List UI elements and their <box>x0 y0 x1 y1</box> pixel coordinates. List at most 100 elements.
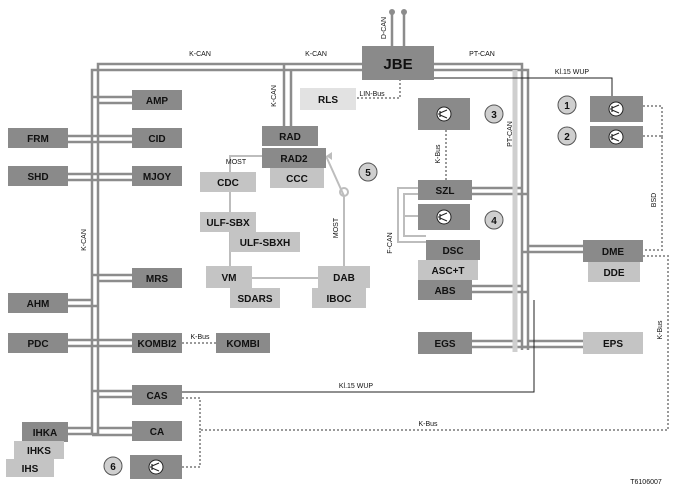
vm-box <box>206 266 252 288</box>
d-can-terminal-left <box>389 9 395 15</box>
most-right-label: MOST <box>333 217 340 238</box>
rad-box <box>262 126 318 146</box>
ahm-label: AHM <box>27 299 50 310</box>
iboc-label: IBOC <box>327 294 352 305</box>
most-rad2-cdc <box>229 155 262 172</box>
rad-label: RAD <box>279 132 301 143</box>
cas-label: CAS <box>146 391 167 402</box>
dde-box <box>588 262 640 282</box>
dme-label: DME <box>602 247 625 258</box>
k-can-cas-link <box>92 389 132 399</box>
cas-box <box>132 385 182 405</box>
kombi-box <box>216 333 270 353</box>
dsc-box <box>426 240 480 260</box>
abs-label: ABS <box>434 286 455 297</box>
frm-label: FRM <box>27 134 49 145</box>
pdc-box <box>8 333 68 353</box>
szl-box <box>418 180 472 200</box>
jbe-label: JBE <box>383 56 412 73</box>
kombi2-label: KOMBI2 <box>138 339 177 350</box>
transistor-3-icon <box>436 106 452 122</box>
callout-6-number: 6 <box>110 462 116 473</box>
callout-4-number: 4 <box>491 216 497 227</box>
asc-t-label: ASC+T <box>431 266 464 277</box>
most-dab-rad2 <box>325 155 345 266</box>
bus-labels: K-CAN K-CAN K-CAN K-CAN D-CAN PT-CAN PT-… <box>81 17 664 428</box>
ihs-label: IHS <box>22 464 39 475</box>
dotted-bus-lines <box>182 79 669 468</box>
bsd-bus <box>643 105 663 251</box>
egs-box <box>418 332 472 354</box>
mrs-box <box>132 268 182 288</box>
cid-label: CID <box>148 134 165 145</box>
mjoy-label: MJOY <box>143 172 172 183</box>
pt-can-bus-inner <box>434 68 530 350</box>
k-can-mjoy-link <box>92 172 132 182</box>
pt-can-abs-link <box>472 284 528 294</box>
ulf-sbx-box <box>200 212 256 232</box>
ca-label: CA <box>150 427 164 438</box>
abs-box <box>418 280 472 300</box>
callout-6-circle <box>103 456 123 476</box>
sdars-box <box>230 288 280 308</box>
pt-can-egs-link <box>472 339 528 349</box>
d-can-terminal-right <box>401 9 407 15</box>
k-can-ca-link <box>92 426 132 437</box>
shd-label: SHD <box>27 172 48 183</box>
rad2-label: RAD2 <box>280 154 308 165</box>
mjoy-box <box>132 166 182 186</box>
ihs-box <box>6 459 54 477</box>
sdars-label: SDARS <box>237 294 272 305</box>
transistor-2-icon <box>608 129 624 145</box>
most-arrow <box>326 152 332 160</box>
amp-label: AMP <box>146 96 169 107</box>
pt-can-eps-link <box>522 339 583 349</box>
kombi-label: KOMBI <box>226 339 260 350</box>
ccc-box <box>270 168 324 188</box>
transistor-4-icon <box>436 209 452 225</box>
k-bus-kombi-label: K-Bus <box>190 334 210 341</box>
shd-box <box>8 166 68 186</box>
k-bus-szl-label: K-Bus <box>435 144 442 164</box>
pt-can-top-label: PT-CAN <box>469 51 495 58</box>
kl15-bottom <box>182 300 535 393</box>
callout-4-circle <box>484 210 504 230</box>
d-can-label: D-CAN <box>381 17 388 39</box>
k-can-shd-link <box>68 172 98 182</box>
transistor-1-icon <box>608 101 624 117</box>
lin-bus-label: LIN-Bus <box>359 91 385 98</box>
k-can-bus-inner <box>96 62 362 435</box>
eps-box <box>583 332 643 354</box>
callout-5-number: 5 <box>365 168 371 179</box>
rls-box <box>300 88 356 110</box>
ihks-label: IHKS <box>27 446 51 457</box>
figure-id: T6106007 <box>630 479 662 486</box>
k-bus-bottom-label: K-Bus <box>418 421 438 428</box>
module-labels: JBE RLS AMP FRM CID SHD MJOY RAD RAD2 CC… <box>22 56 625 475</box>
transistor-6-icon <box>148 459 164 475</box>
callout-numbers: 1 2 3 4 5 6 <box>110 101 570 473</box>
jbe-box <box>362 46 434 80</box>
ulf-sbxh-label: ULF-SBXH <box>240 238 291 249</box>
k-can-rad-label: K-CAN <box>271 85 278 107</box>
pdc-label: PDC <box>27 339 48 350</box>
vm-label: VM <box>222 273 237 284</box>
k-can-amp-link <box>92 95 132 105</box>
pt-can-szl-link <box>472 186 528 196</box>
pt-can-bus-lines <box>390 14 583 350</box>
dme-box <box>583 240 643 262</box>
k-can-ahm-link <box>68 298 98 308</box>
k-can-bus-lines <box>68 62 362 437</box>
k-can-pdc-link <box>68 338 98 348</box>
ulf-sbxh-box <box>230 232 300 252</box>
ccc-label: CCC <box>286 174 308 185</box>
dab-label: DAB <box>333 273 355 284</box>
k-can-bus-outer <box>90 68 362 435</box>
callout-circles <box>103 95 577 476</box>
k-bus-cas <box>182 397 201 430</box>
cdc-box <box>200 172 256 192</box>
f-can-lines <box>397 70 518 352</box>
szl-label: SZL <box>436 186 455 197</box>
